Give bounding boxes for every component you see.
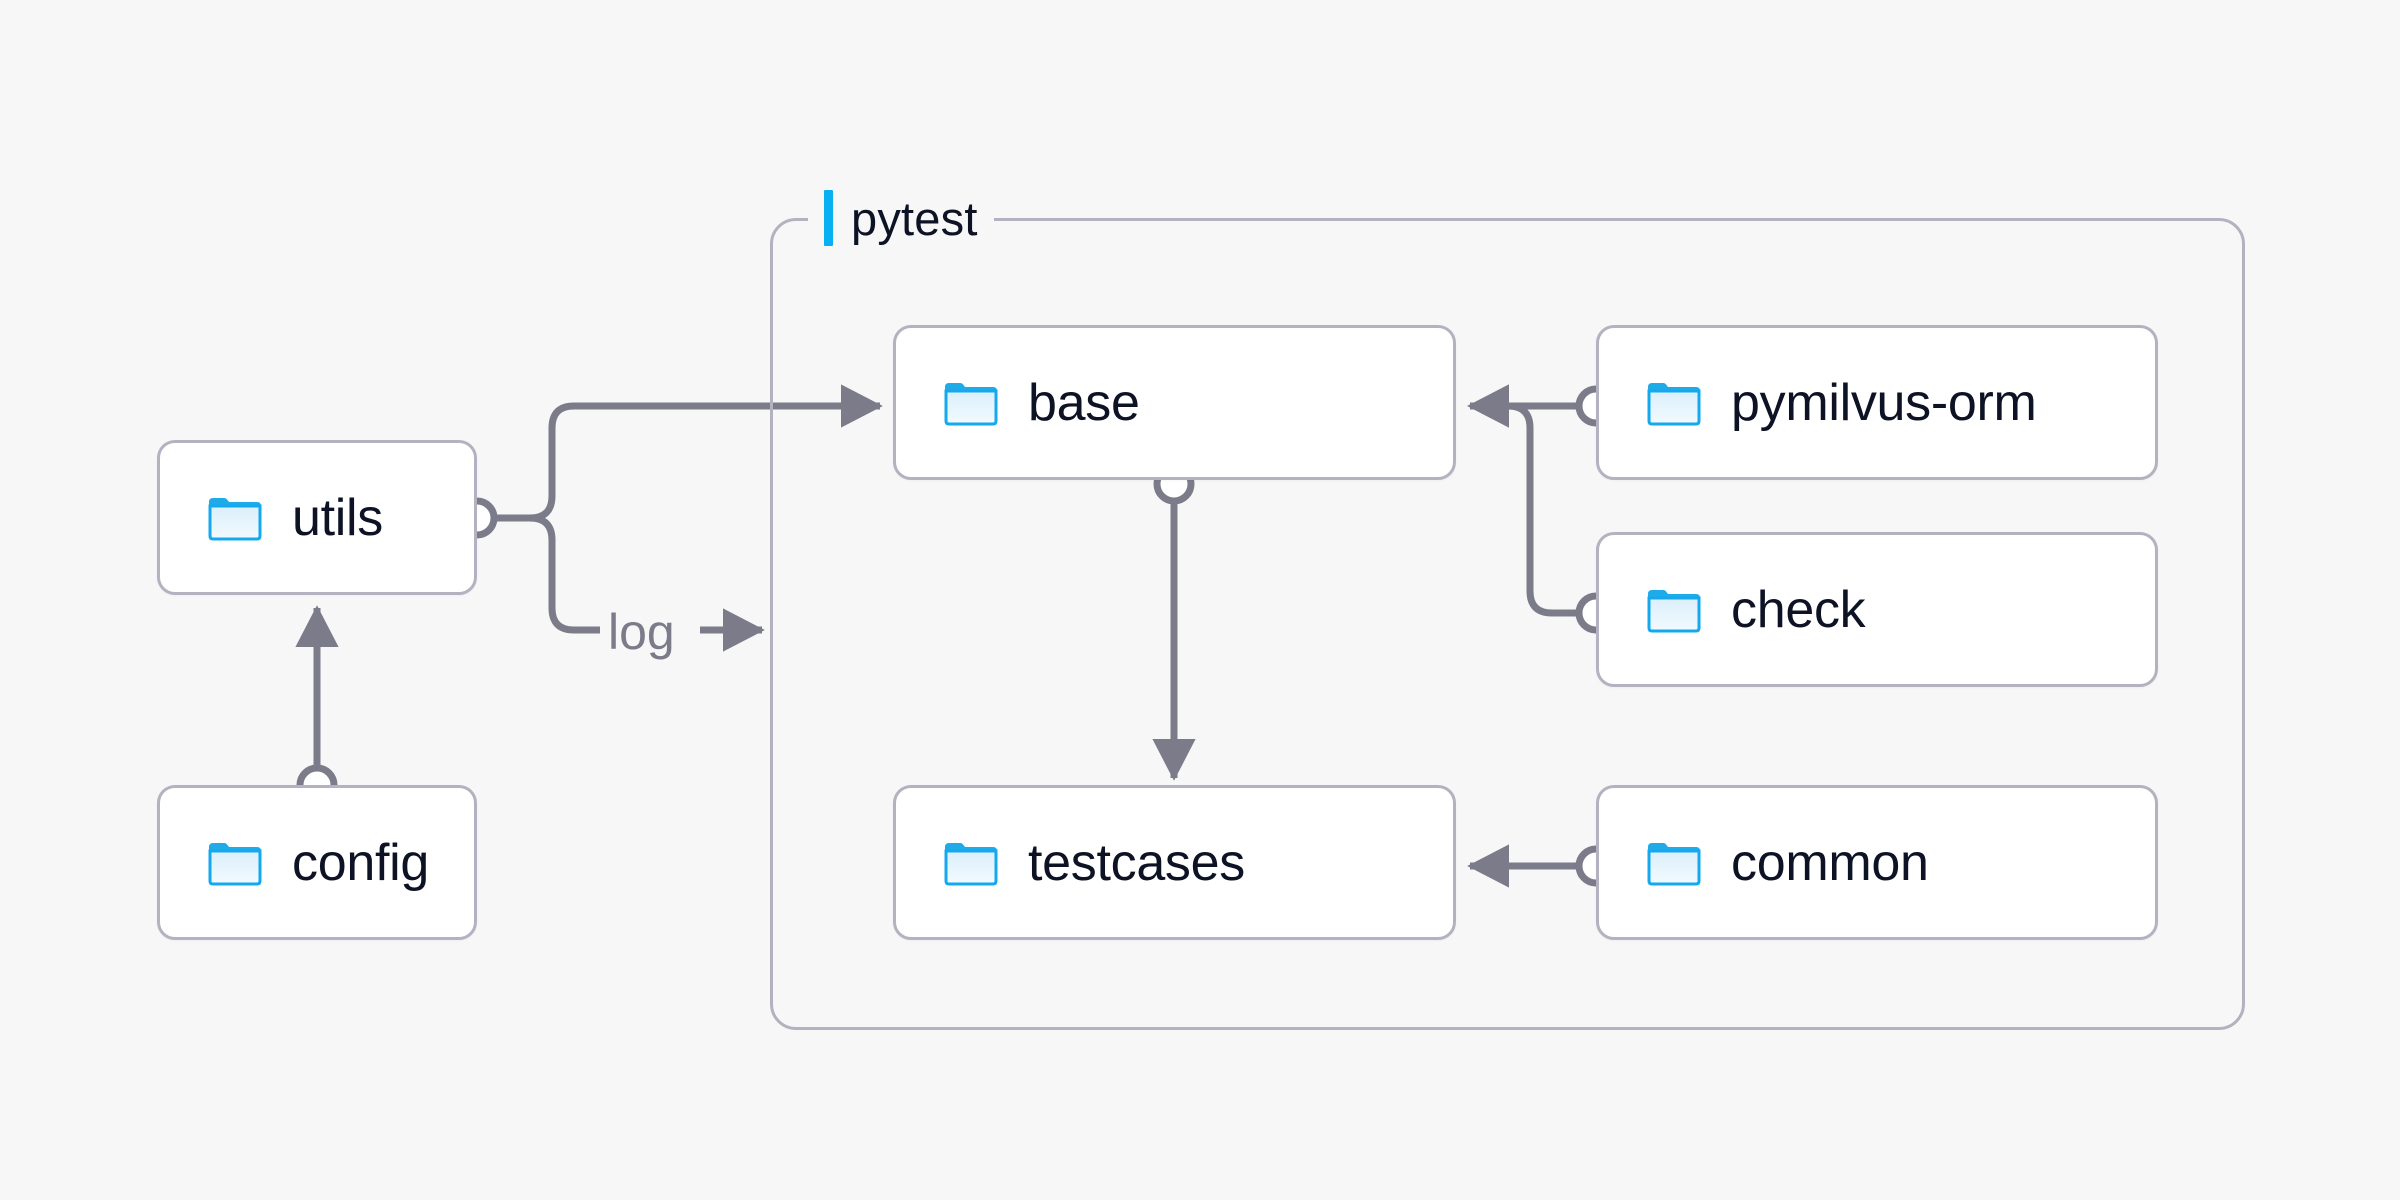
group-container-pytest[interactable] (770, 218, 2245, 1030)
node-base[interactable]: base (893, 325, 1456, 480)
group-label-text: pytest (851, 191, 978, 245)
edge-label-log: log (600, 605, 683, 659)
folder-icon (208, 842, 262, 885)
node-testcases[interactable]: testcases (893, 785, 1456, 940)
folder-icon (208, 497, 262, 540)
node-check[interactable]: check (1596, 532, 2158, 687)
group-label-pytest: pytest (808, 187, 994, 249)
folder-icon (1647, 382, 1701, 425)
node-config[interactable]: config (157, 785, 477, 940)
node-label: config (292, 833, 429, 892)
node-label: utils (292, 488, 383, 547)
node-label: pymilvus-orm (1731, 373, 2037, 432)
node-utils[interactable]: utils (157, 440, 477, 595)
node-label: check (1731, 580, 1866, 639)
group-accent-bar-icon (824, 190, 833, 246)
node-label: common (1731, 833, 1929, 892)
folder-icon (944, 842, 998, 885)
edge-label-text: log (608, 604, 675, 660)
folder-icon (1647, 842, 1701, 885)
folder-icon (944, 382, 998, 425)
node-common[interactable]: common (1596, 785, 2158, 940)
folder-icon (1647, 589, 1701, 632)
node-label: base (1028, 373, 1140, 432)
node-label: testcases (1028, 833, 1245, 892)
node-pymilvus-orm[interactable]: pymilvus-orm (1596, 325, 2158, 480)
